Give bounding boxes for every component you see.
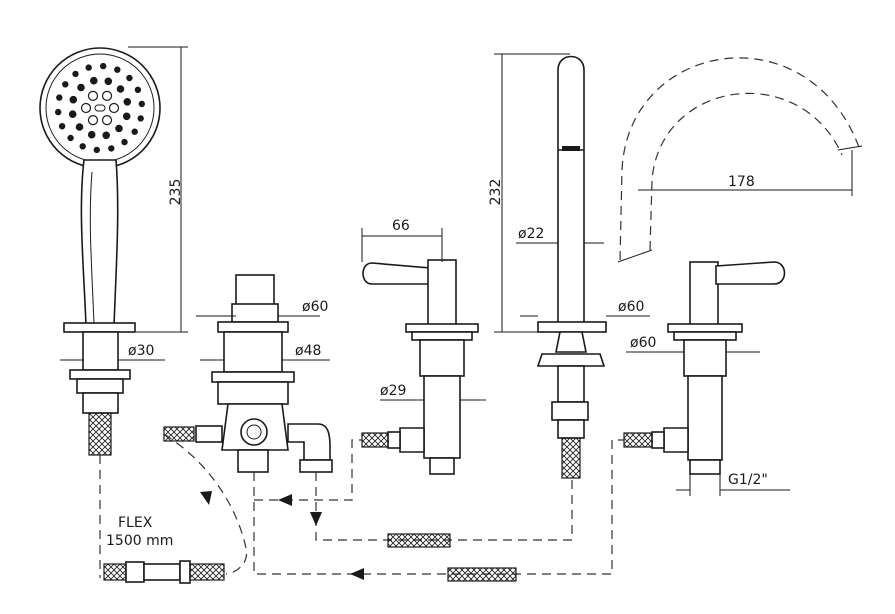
hose-routing	[99, 433, 624, 582]
valve-body-dimension: ø29	[380, 383, 486, 401]
left-mixer-valve	[361, 259, 479, 475]
shower-base-dimension: ø30	[60, 343, 165, 361]
shower-nozzles	[55, 62, 145, 154]
handle-length-dimension: 66	[361, 218, 443, 262]
shower-nozzle	[87, 130, 96, 139]
shower-nozzle	[138, 100, 145, 108]
thread-label: G1/2"	[728, 472, 768, 488]
shower-handle	[80, 159, 119, 327]
spout-hose-hatch	[561, 437, 581, 479]
shower-nozzle	[87, 90, 99, 102]
shower-nozzle	[77, 83, 85, 92]
shower-nozzle	[134, 86, 142, 94]
shower-nozzle	[116, 85, 125, 93]
shower-nozzle	[131, 128, 138, 135]
shower-nozzle	[126, 74, 133, 82]
right-valve-dimension: ø60	[626, 335, 760, 353]
flex-hose: FLEX 1500 mm	[103, 515, 225, 584]
arrow-icon	[310, 512, 322, 526]
flow-arrows	[200, 491, 364, 580]
shower-nozzle	[114, 66, 121, 73]
arrow-icon	[350, 568, 364, 580]
left-valve-hose-hatch	[361, 432, 389, 448]
valve-body-dia-label: ø29	[380, 383, 406, 399]
arrow-icon	[200, 491, 212, 505]
shower-nozzle	[62, 81, 69, 88]
spout-reach-profile: 178	[617, 57, 863, 263]
spout-height-label: 232	[488, 179, 504, 206]
thread-dimension: G1/2"	[676, 472, 790, 496]
shower-hose-hatch	[88, 412, 112, 456]
hose-section-1	[387, 533, 451, 548]
shower-nozzle	[122, 112, 131, 121]
shower-nozzle	[93, 146, 101, 154]
shower-nozzle	[101, 114, 113, 126]
diverter-hose-hatch	[163, 426, 195, 442]
shower-nozzle	[87, 114, 99, 126]
right-mixer-valve	[623, 261, 786, 475]
shower-nozzle	[123, 98, 132, 106]
shower-nozzle	[69, 95, 78, 104]
hose-section-2	[447, 567, 517, 582]
spout-reach-label: 178	[728, 174, 755, 190]
handle-length-label: 66	[392, 218, 410, 234]
shower-height-dimension: 235	[128, 46, 188, 333]
shower-nozzle	[99, 62, 107, 70]
spout-dia-dimension: ø22	[516, 226, 604, 244]
diverter-dia-label: ø60	[302, 299, 328, 315]
shower-nozzle	[75, 123, 84, 131]
shower-head-icon	[39, 47, 161, 169]
spout-height-dimension: 232	[488, 53, 570, 333]
diverter-body-dia-label: ø48	[295, 343, 321, 359]
shower-nozzle	[79, 143, 86, 150]
diverter-dimensions: ø60 ø48	[196, 299, 330, 361]
spout	[536, 55, 607, 479]
shower-nozzle	[55, 108, 62, 116]
shower-nozzle	[56, 94, 63, 101]
spout-base-dia-label: ø60	[618, 299, 644, 315]
shower-height-label: 235	[168, 179, 184, 206]
shower-nozzle	[102, 131, 111, 140]
shower-nozzle	[104, 77, 113, 86]
arrow-icon	[278, 494, 292, 506]
shower-nozzle	[85, 64, 92, 71]
shower-base-dia-label: ø30	[128, 343, 154, 359]
shower-nozzle	[101, 90, 113, 102]
shower-nozzle	[58, 122, 66, 130]
right-valve-dia-label: ø60	[630, 335, 656, 351]
hose-label: FLEX	[118, 515, 153, 531]
shower-nozzle	[115, 124, 123, 133]
shower-nozzle	[108, 102, 120, 114]
shower-nozzle	[67, 134, 74, 142]
hand-shower	[39, 47, 161, 456]
shower-nozzle	[121, 138, 128, 146]
shower-nozzle	[90, 76, 98, 85]
shower-center-logo	[94, 104, 106, 112]
shower-nozzle	[72, 70, 79, 78]
spout-base-dimension: ø60	[520, 299, 650, 317]
hose-length: 1500 mm	[106, 533, 173, 549]
shower-nozzle	[68, 110, 77, 119]
shower-nozzle	[137, 115, 144, 122]
shower-nozzle	[80, 102, 92, 114]
right-valve-hose-hatch	[623, 432, 653, 448]
spout-dia-label: ø22	[518, 226, 544, 242]
diverter-valve	[163, 274, 333, 473]
shower-nozzle	[108, 145, 115, 152]
